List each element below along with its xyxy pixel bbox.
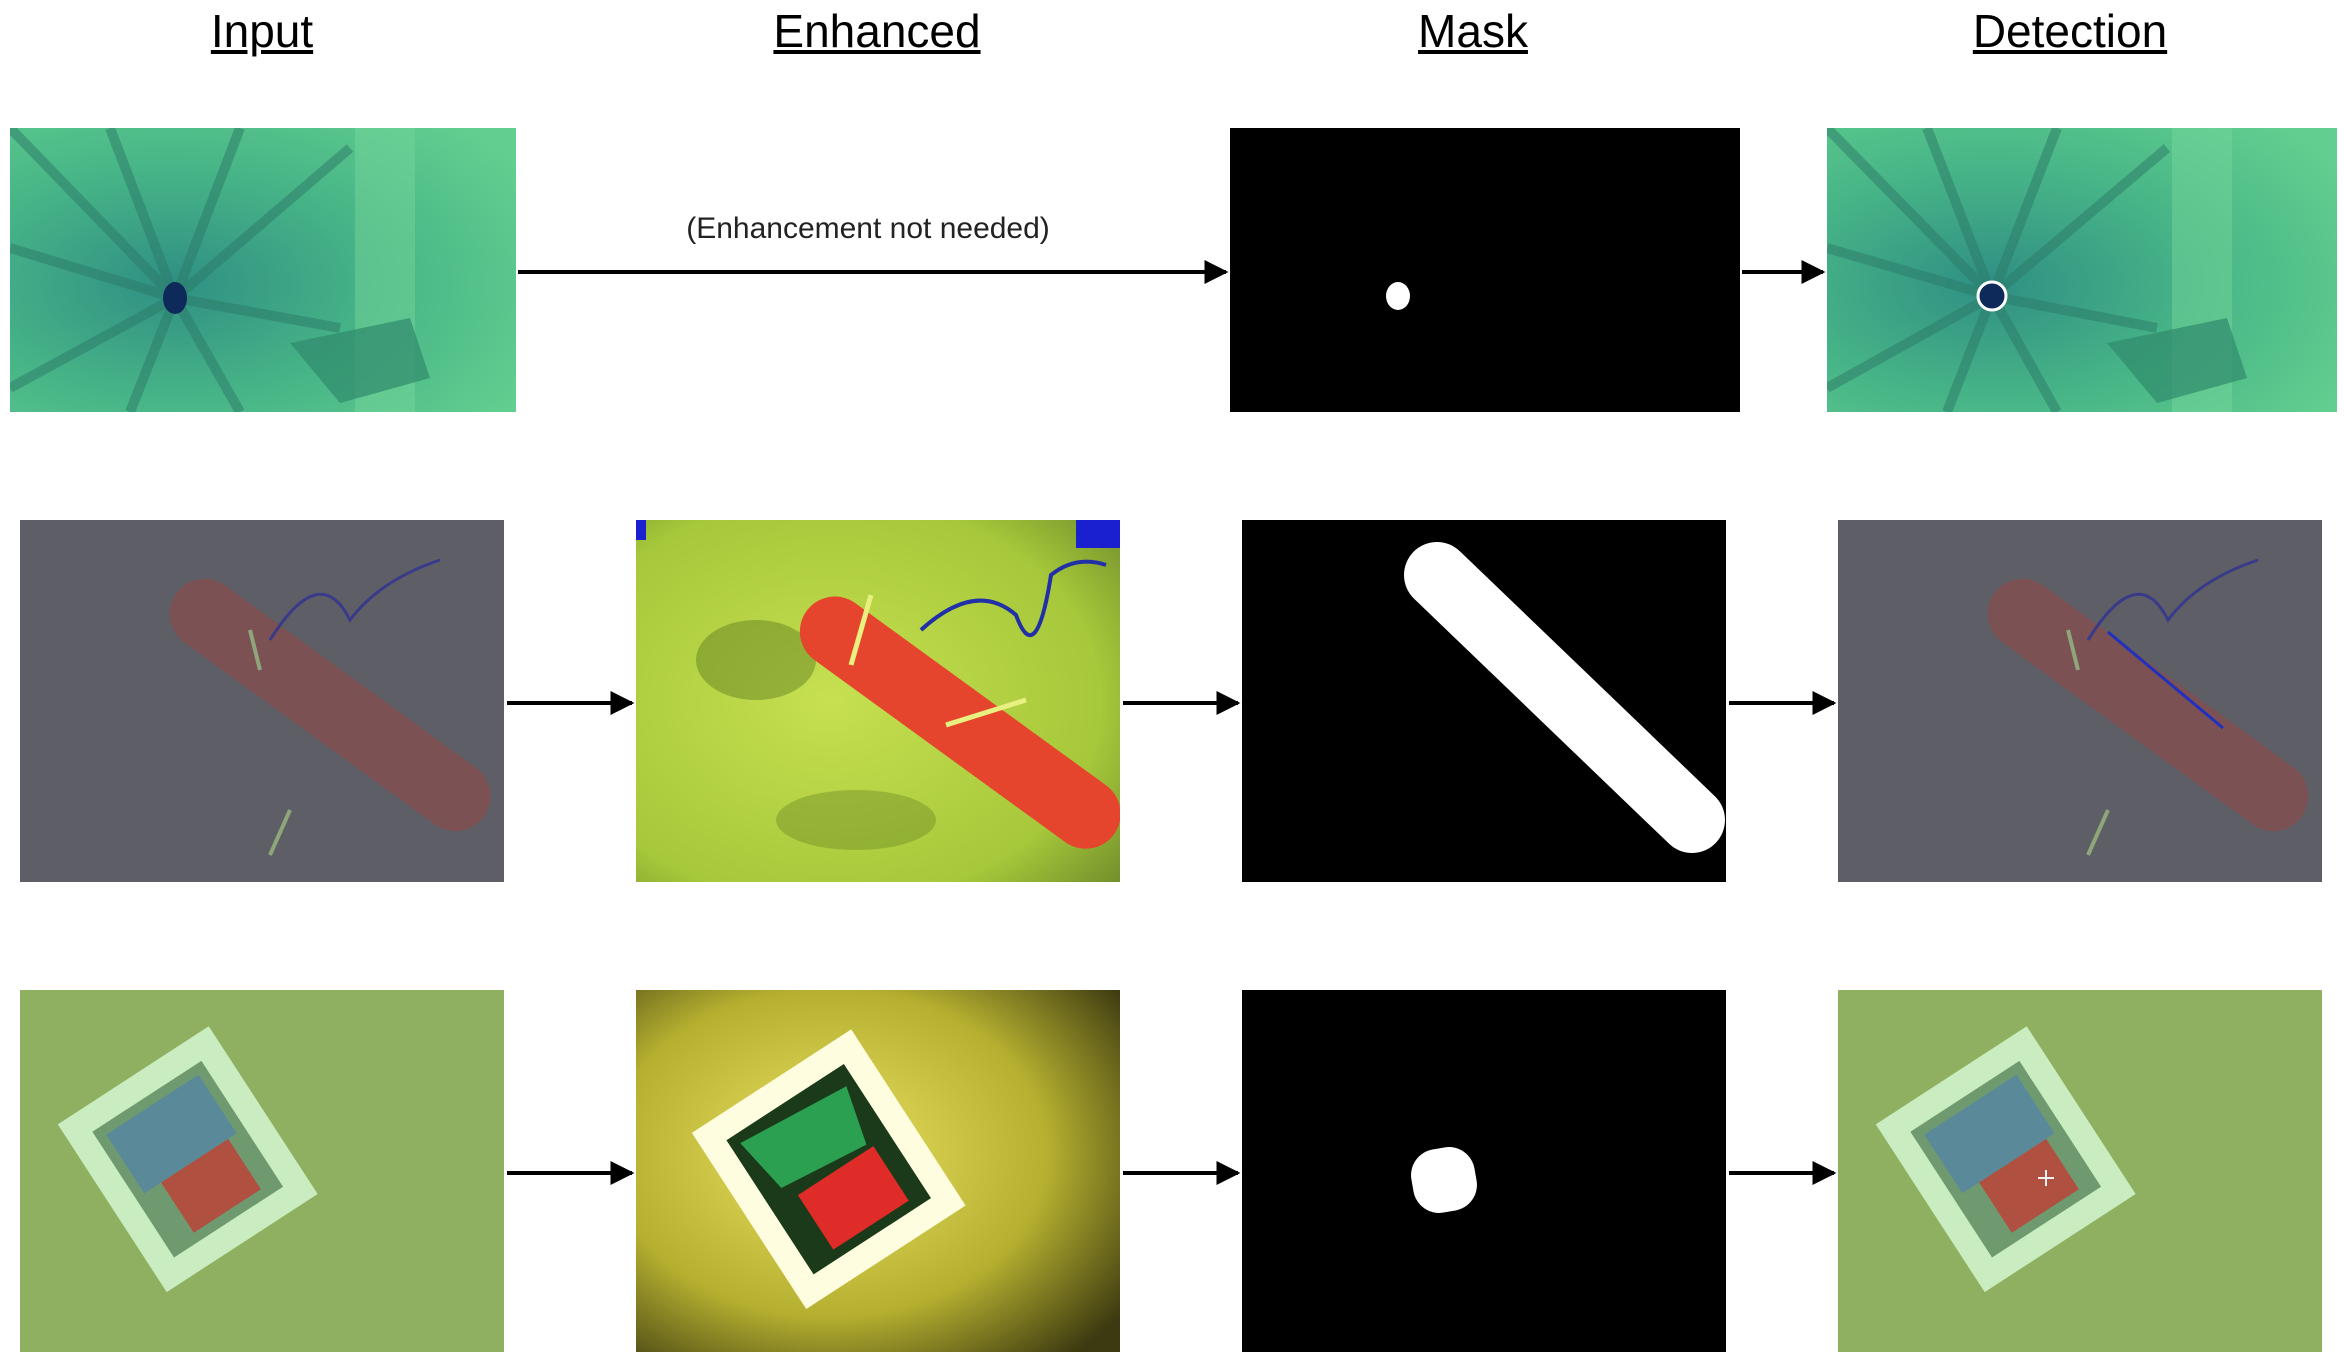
column-header-input: Input <box>210 5 314 57</box>
row2-detection-image <box>1838 520 2322 882</box>
row1-enhancement-note: (Enhancement not needed) <box>686 212 1050 245</box>
row3-detection-image <box>1838 990 2322 1352</box>
row3-enhanced-image <box>636 990 1120 1352</box>
column-header-detection: Detection <box>1972 5 2168 57</box>
column-header-enhanced: Enhanced <box>773 5 981 57</box>
row2-input-image <box>20 520 504 882</box>
column-header-mask: Mask <box>1418 5 1528 57</box>
row1-input-image <box>10 128 516 412</box>
row2-mask-image <box>1242 520 1726 882</box>
row1-detection-image <box>1827 128 2337 412</box>
row2-enhanced-image <box>636 520 1120 882</box>
row1-mask-image <box>1230 128 1740 412</box>
row3-input-image <box>20 990 504 1352</box>
row3-mask-image <box>1242 990 1726 1352</box>
